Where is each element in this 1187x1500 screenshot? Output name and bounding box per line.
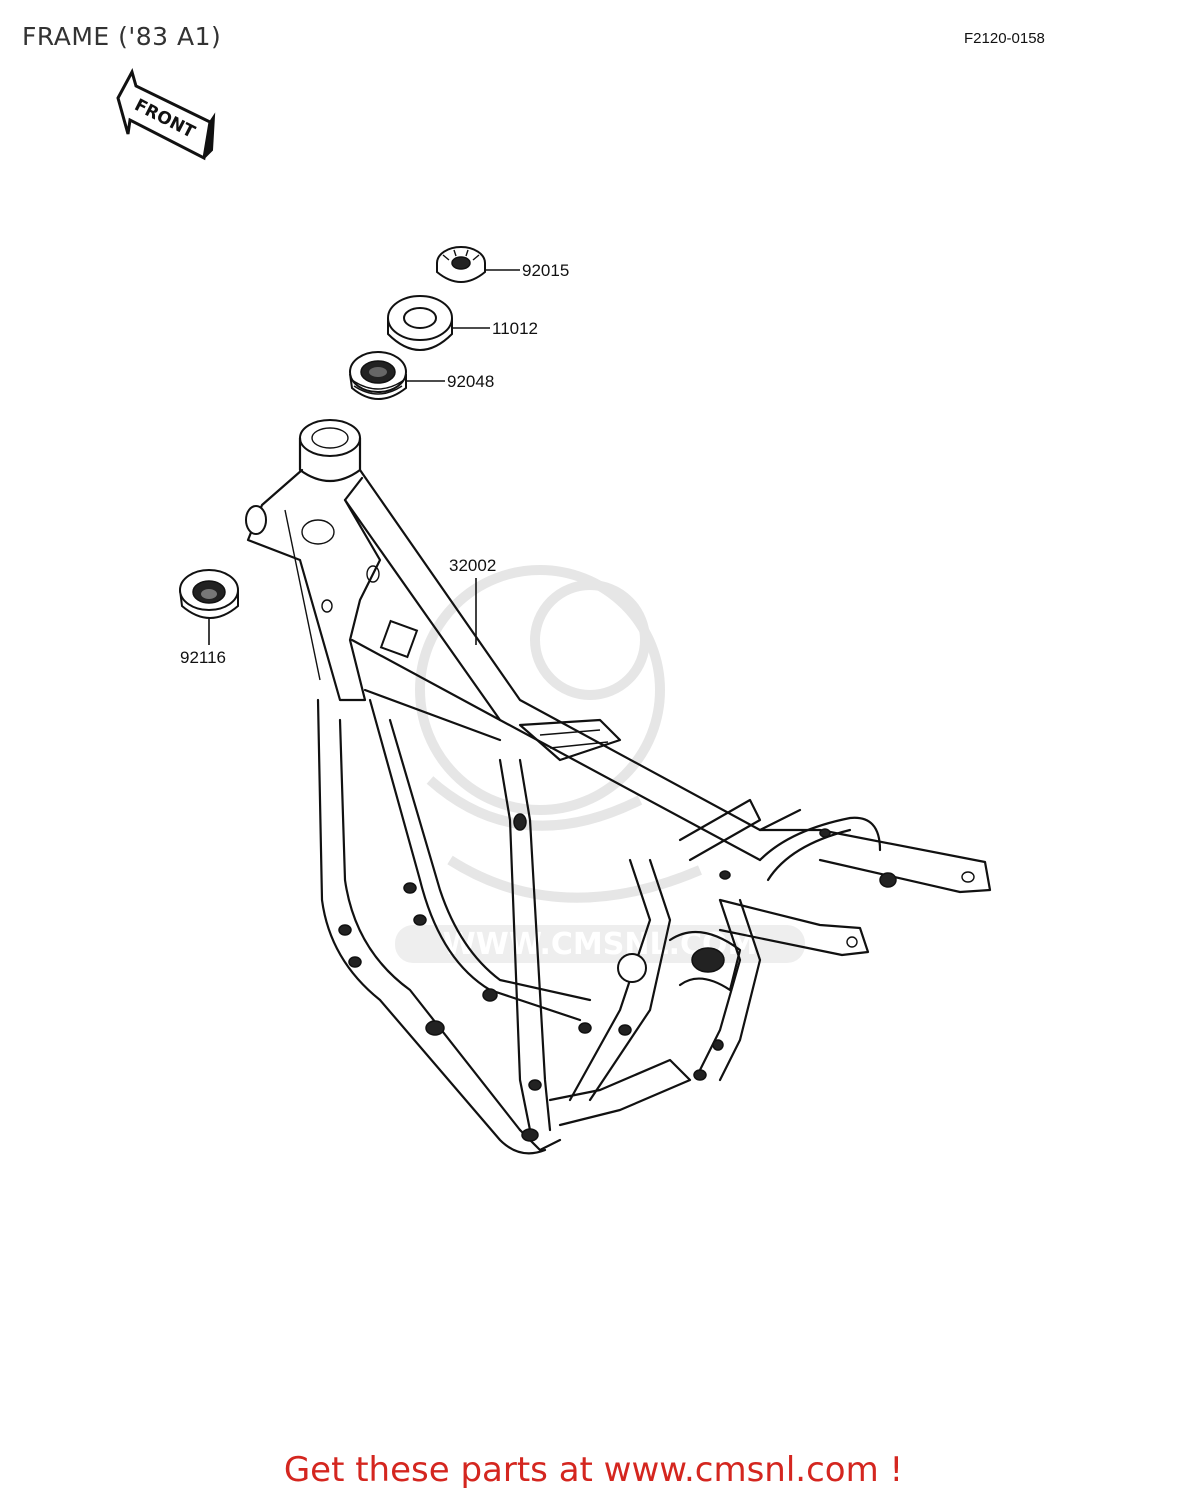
grommet-icon bbox=[349, 351, 407, 400]
part-label-92048[interactable]: 92048 bbox=[447, 372, 495, 391]
cmsnl-parts-link[interactable]: Get these parts at www.cmsnl.com ! bbox=[283, 1450, 904, 1490]
page-title: FRAME ('83 A1) bbox=[22, 22, 222, 51]
part-label-92116[interactable]: 92116 bbox=[180, 648, 227, 667]
front-arrow-icon: FRONT bbox=[116, 68, 216, 161]
diagram-code: F2120-0158 bbox=[964, 30, 1045, 47]
washer-icon bbox=[387, 295, 453, 351]
seal-icon bbox=[179, 569, 239, 619]
part-label-11012[interactable]: 11012 bbox=[492, 319, 539, 338]
frame-icon bbox=[245, 419, 992, 1155]
part-label-32002[interactable]: 32002 bbox=[449, 556, 497, 575]
watermark-logo: WWW.CMSNL.COM bbox=[395, 565, 805, 963]
part-label-92015[interactable]: 92015 bbox=[522, 261, 570, 280]
nut-icon bbox=[436, 246, 486, 283]
